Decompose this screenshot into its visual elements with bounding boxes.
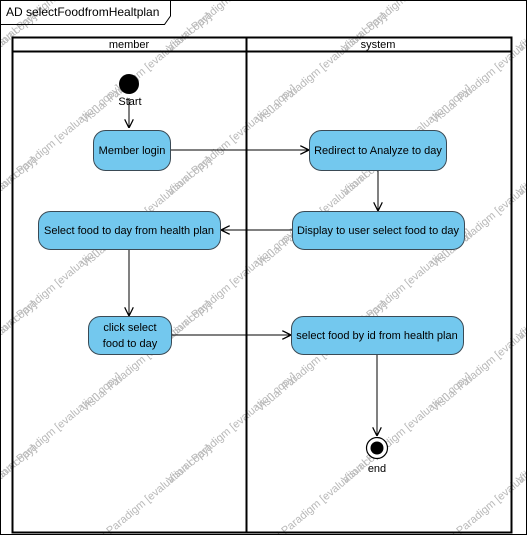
action-select-food-by-id-box: [291, 316, 464, 355]
watermark-text: Visual Paradigm [evaluation copy]: [0, 371, 124, 487]
initial-node: [119, 74, 139, 94]
action-member-login: Member login: [93, 130, 171, 171]
watermark-text: Visual Paradigm [evaluation copy]: [0, 299, 39, 415]
action-click-select-food-label-line2: food to day: [103, 338, 158, 350]
frame-title-tab: [0, 0, 171, 25]
action-select-food-health-plan-label: Select food to day from health plan: [44, 225, 214, 237]
final-node-dot: [370, 441, 384, 455]
watermark-text: Visual Paradigm [evaluation copy]: [0, 443, 39, 535]
action-display-select-food-box: [292, 211, 465, 250]
action-member-login-box: [93, 130, 171, 171]
action-member-login-label: Member login: [99, 145, 166, 157]
action-redirect-analyze-box: [309, 130, 447, 171]
watermark-text: Visual Paradigm [evaluation copy]: [0, 155, 39, 271]
action-select-food-health-plan: Select food to day from health plan: [38, 211, 221, 250]
start-label: Start: [118, 96, 141, 108]
action-select-food-by-id: select food by id from health plan: [291, 316, 464, 355]
swimlane-container: [11, 36, 513, 534]
action-display-select-food: Display to user select food to day: [292, 211, 465, 250]
action-click-select-food-label-line1: click select: [103, 322, 156, 334]
lane-header-member: member: [109, 39, 150, 51]
final-node: [365, 436, 389, 460]
watermark-text: Visual Paradigm [evaluation copy]: [79, 443, 214, 535]
watermark-text: Visual Paradigm [evaluation copy]: [0, 11, 39, 127]
watermark-text: Visual Paradigm [evaluation copy]: [339, 0, 474, 54]
action-select-food-by-id-label: select food by id from health plan: [296, 330, 457, 342]
end-label: end: [368, 463, 386, 475]
action-redirect-analyze: Redirect to Analyze to day: [309, 130, 447, 171]
watermark-text: Visual Paradigm [evaluation copy]: [164, 0, 299, 54]
action-select-food-health-plan-box: [38, 211, 221, 250]
control-flows: [129, 98, 378, 436]
frame-title: AD selectFoodfromHealtplan: [6, 5, 159, 19]
action-click-select-food: click select food to day: [88, 316, 172, 355]
action-redirect-analyze-label: Redirect to Analyze to day: [314, 145, 442, 157]
lane-header-system: system: [361, 39, 396, 51]
watermark-text: Visual Paradigm [evaluation copy]: [254, 443, 389, 535]
action-click-select-food-box: [88, 316, 172, 355]
action-display-select-food-label: Display to user select food to day: [297, 225, 460, 237]
